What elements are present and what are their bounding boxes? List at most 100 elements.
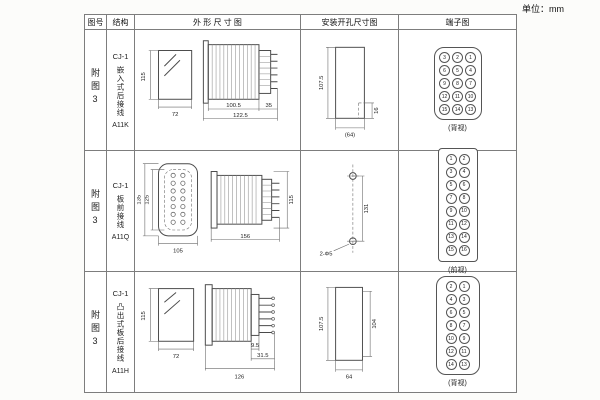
col-header-outline: 外 形 尺 寸 图 [134, 14, 301, 30]
terminal-point: 6 [458, 179, 470, 191]
structure-wrap: CJ-1 板前接线 A11Q [107, 152, 134, 271]
structure-label: 凸出式板后接线 [116, 303, 125, 363]
code-label: A11H [112, 367, 129, 375]
terminal-point: 13 [445, 231, 457, 243]
terminal-point: 7 [445, 192, 457, 204]
terminal-point: 8 [445, 320, 457, 331]
structure-cell: CJ-1 嵌入式后接线 A11K [106, 29, 135, 151]
terminal-point: 15 [445, 244, 457, 256]
structure-wrap: CJ-1 嵌入式后接线 A11K [107, 31, 134, 150]
model-label: CJ-1 [112, 51, 129, 61]
terminal-point: 7 [458, 320, 470, 331]
terminal-point: 11 [458, 346, 470, 357]
install-drawing-a11k: 107.5 16 (64) [319, 46, 379, 139]
dim-label: 35 [265, 103, 272, 109]
dim-label: 104 [371, 318, 377, 328]
structure-wrap: CJ-1 凸出式板后接线 A11H [107, 273, 134, 392]
terminal-view-label: (背视) [448, 380, 467, 387]
dim-label: (64) [344, 133, 354, 139]
structure-label: 板前接线 [116, 195, 125, 229]
dim-label: 16 [373, 107, 379, 113]
terminal-point: 12 [445, 346, 457, 357]
install-drawing-a11q: 131 2-Φ5 [319, 164, 370, 258]
terminal-point: 1 [465, 52, 476, 63]
model-label: CJ-1 [112, 181, 129, 190]
terminal-point: 9 [445, 205, 457, 217]
outline-drawing-a11h: 115 72 9.5 31.5 [140, 284, 275, 380]
spec-table: 图号 结构 外 形 尺 寸 图 安装开孔尺寸图 端子图 附图3 CJ-1 嵌入式… [84, 14, 517, 393]
header-row: 图号 结构 外 形 尺 寸 图 安装开孔尺寸图 端子图 [84, 14, 517, 30]
col-header-figure: 图号 [84, 14, 107, 30]
dim-label: 64 [345, 375, 352, 381]
dim-label: 31.5 [257, 353, 268, 359]
terminal-point: 4 [445, 294, 457, 305]
dim-label: 107.5 [319, 76, 325, 90]
terminal-point: 5 [458, 307, 470, 318]
terminal-point: 11 [452, 91, 463, 102]
col-header-structure: 结构 [106, 14, 135, 30]
figure-label: 附图3 [90, 309, 100, 350]
terminal-point: 2 [452, 52, 463, 63]
figure-label: 附图3 [90, 188, 100, 229]
terminal-point: 13 [465, 104, 476, 115]
terminal-point: 15 [439, 104, 450, 115]
dim-label: 131 [364, 204, 370, 214]
install-cell: 107.5 104 64 [300, 271, 399, 393]
terminal-point: 6 [445, 307, 457, 318]
terminal-point: 13 [458, 359, 470, 370]
terminal-point: 10 [445, 333, 457, 344]
terminal-point: 9 [458, 333, 470, 344]
figure-cell: 附图3 [84, 150, 107, 272]
dim-label: 125 [144, 195, 150, 205]
figure-cell: 附图3 [84, 271, 107, 393]
terminal-point: 12 [458, 218, 470, 230]
terminal-point: 12 [439, 91, 450, 102]
terminal-point: 2 [458, 153, 470, 165]
terminal-point: 8 [452, 78, 463, 89]
col-header-install: 安装开孔尺寸图 [300, 14, 399, 30]
outline-cell: 115 72 9.5 31.5 [134, 271, 301, 393]
terminal-point: 10 [458, 205, 470, 217]
dim-label: 100.5 [226, 103, 241, 109]
table-row: 附图3 CJ-1 嵌入式后接线 A11K 115 [84, 29, 517, 151]
terminal-point: 5 [452, 65, 463, 76]
terminal-point: 5 [445, 179, 457, 191]
dim-label: 115 [140, 72, 146, 81]
terminal-point: 4 [458, 166, 470, 178]
terminal-point: 1 [458, 281, 470, 292]
dim-label: 115 [140, 311, 146, 320]
terminal-point: 14 [445, 359, 457, 370]
structure-cell: CJ-1 板前接线 A11Q [106, 150, 135, 272]
install-cell: 107.5 16 (64) [300, 29, 399, 151]
model-label: CJ-1 [112, 289, 129, 299]
outline-drawing-a11k: 115 72 100.5 35 122.5 [140, 40, 278, 121]
dim-label: 115 [289, 195, 295, 204]
code-label: A11K [112, 121, 129, 129]
dim-label: 72 [172, 354, 179, 360]
dim-label: 122.5 [233, 113, 248, 119]
terminal-point: 3 [445, 166, 457, 178]
terminal-view-label: (背视) [448, 125, 467, 132]
table-row: 附图3 CJ-1 板前接线 A11Q [84, 147, 517, 274]
terminal-point: 3 [439, 52, 450, 63]
install-cell: 131 2-Φ5 [300, 150, 399, 272]
